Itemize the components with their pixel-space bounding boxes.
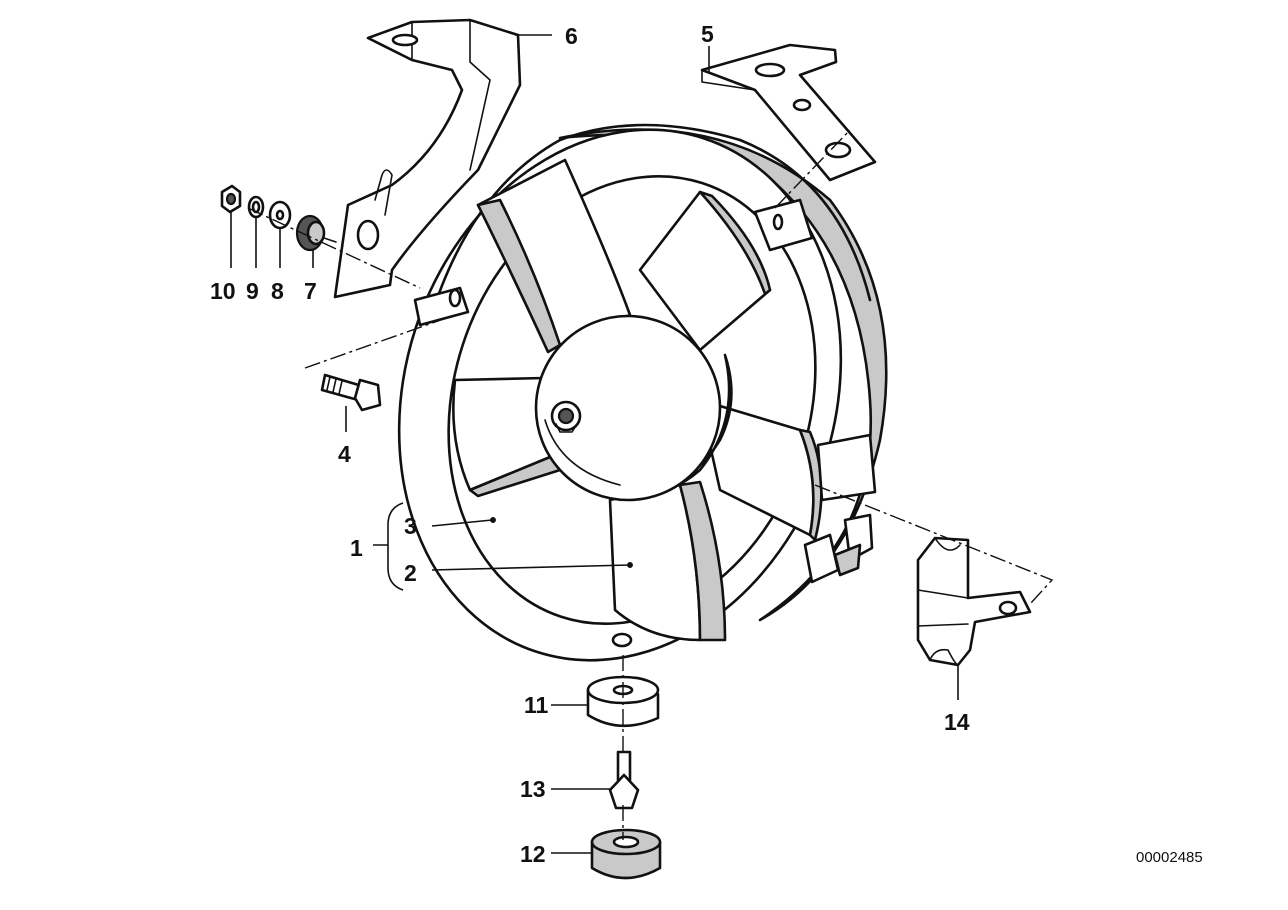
callout-6: 6: [565, 23, 578, 49]
shroud-tabs: [413, 198, 877, 648]
bracket-5: [700, 43, 877, 182]
callout-12: 12: [520, 841, 546, 867]
callout-labels: 1 2 3 4 5 6 7 8 9 10 11 12 13 14: [210, 21, 970, 867]
callout-2: 2: [404, 560, 417, 586]
callout-14: 14: [944, 709, 970, 735]
callout-11: 11: [524, 692, 549, 718]
rubber-mount-11: [586, 675, 660, 728]
callout-8: 8: [271, 278, 284, 304]
leader-dots: [490, 517, 633, 568]
callout-5: 5: [701, 21, 714, 47]
callout-13: 13: [520, 776, 546, 802]
assembly-center-lines: [247, 129, 1054, 840]
hardware-stack: [220, 184, 337, 252]
bracket-6: [333, 18, 522, 299]
callout-1: 1: [350, 535, 363, 561]
bolt-4: [320, 373, 382, 412]
callout-10: 10: [210, 278, 236, 304]
switch-14: [916, 536, 1032, 667]
callout-3: 3: [404, 513, 417, 539]
callout-9: 9: [246, 278, 259, 304]
leader-lines: [230, 34, 959, 854]
callout-4: 4: [338, 441, 351, 467]
pin-13: [608, 750, 640, 810]
motor-hub: [534, 314, 733, 502]
rubber-mount-12: [590, 828, 662, 880]
document-number: 00002485: [1136, 849, 1203, 866]
callout-7: 7: [304, 278, 317, 304]
